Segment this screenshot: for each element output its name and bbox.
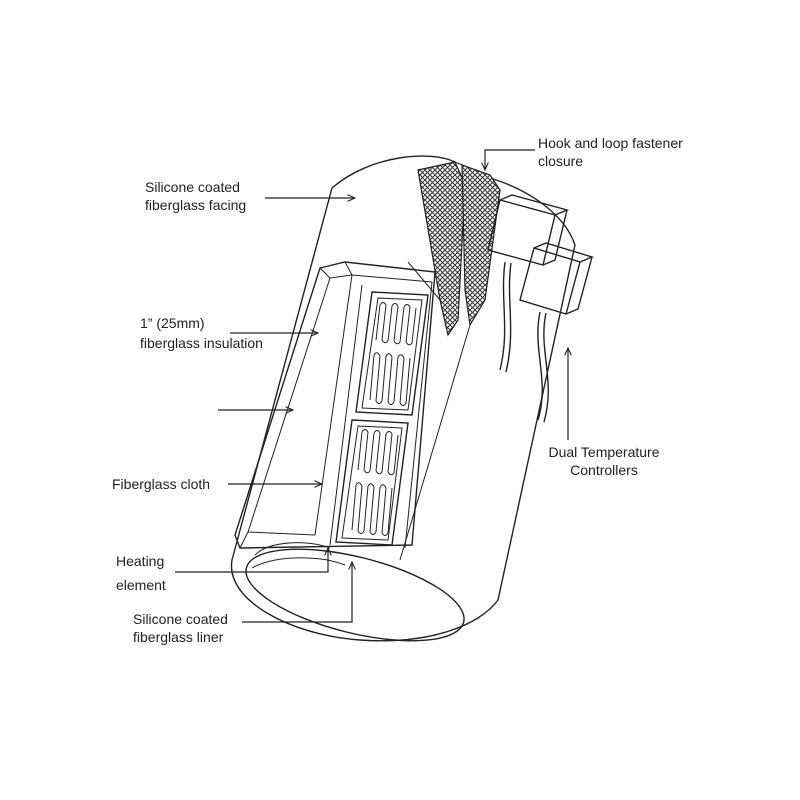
- label-controllers: Dual Temperature Controllers: [548, 444, 659, 478]
- label-cloth: Fiberglass cloth: [112, 476, 210, 492]
- heating-element: [335, 291, 429, 546]
- leader-lines: [175, 149, 568, 623]
- temperature-controller-2: [519, 242, 595, 423]
- heating-coil-lower: [351, 429, 399, 536]
- heating-leader: [175, 548, 328, 573]
- temperature-controller-1: [487, 194, 570, 373]
- label-heating: Heating element: [116, 553, 166, 593]
- label-heating-line2: element: [116, 577, 166, 593]
- heating-coil-upper: [369, 302, 417, 406]
- label-closure-line2: closure: [538, 153, 583, 169]
- label-closure-line1: Hook and loop fastener: [538, 135, 683, 151]
- hook-loop-closure: [399, 161, 501, 561]
- label-facing-line2: fiberglass facing: [145, 197, 246, 213]
- liner-leader: [242, 562, 352, 623]
- label-insulation-line1: 1” (25mm): [140, 315, 205, 331]
- jacket-body: [230, 155, 576, 642]
- cutaway-window: [234, 261, 436, 549]
- label-heating-line1: Heating: [116, 553, 164, 569]
- label-insulation: 1” (25mm) fiberglass insulation: [140, 315, 263, 351]
- label-hook-loop-closure: Hook and loop fastener closure: [538, 135, 683, 169]
- label-liner-line2: fiberglass liner: [133, 629, 224, 645]
- label-facing-line1: Silicone coated: [145, 179, 240, 195]
- label-facing: Silicone coated fiberglass facing: [145, 179, 246, 213]
- label-insulation-line2: fiberglass insulation: [140, 335, 263, 351]
- label-cloth-line1: Fiberglass cloth: [112, 476, 210, 492]
- label-controllers-line2: Controllers: [570, 462, 638, 478]
- label-liner-line1: Silicone coated: [133, 611, 228, 627]
- closure-leader: [485, 149, 535, 170]
- label-liner: Silicone coated fiberglass liner: [133, 611, 228, 645]
- label-controllers-line1: Dual Temperature: [548, 444, 659, 460]
